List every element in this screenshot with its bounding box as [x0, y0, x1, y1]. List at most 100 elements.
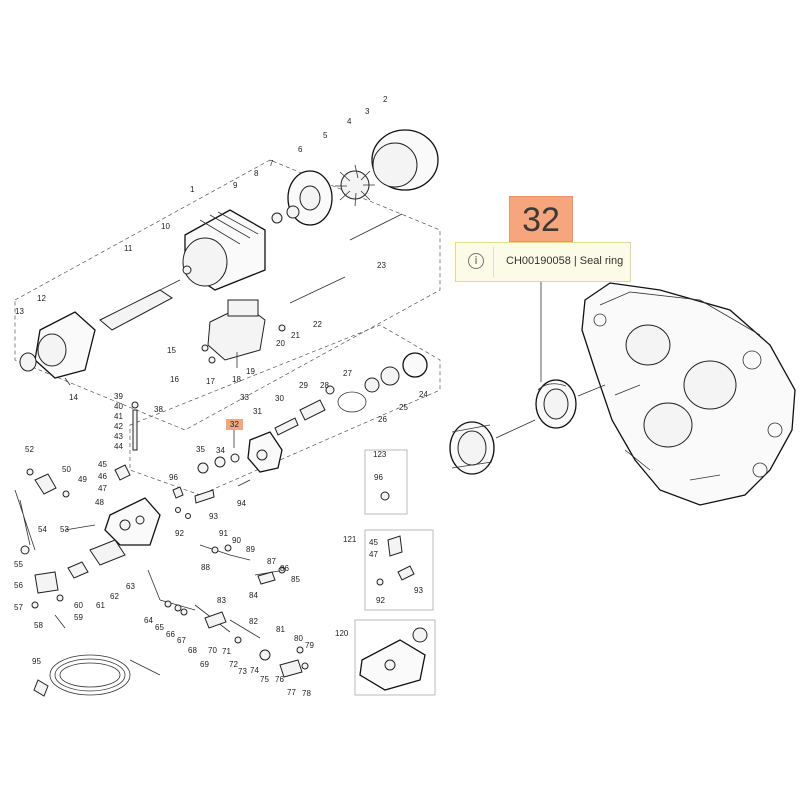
callout-19[interactable]: 19: [246, 367, 255, 376]
callout-47[interactable]: 47: [98, 484, 107, 493]
callout-5[interactable]: 5: [323, 131, 328, 140]
callout-39[interactable]: 39: [114, 392, 123, 401]
callout-9[interactable]: 9: [233, 181, 238, 190]
callout-31[interactable]: 31: [253, 407, 262, 416]
callout-77[interactable]: 77: [287, 688, 296, 697]
callout-71[interactable]: 71: [222, 647, 231, 656]
callout-38[interactable]: 38: [154, 405, 163, 414]
callout-82[interactable]: 82: [249, 617, 258, 626]
callout-81[interactable]: 81: [276, 625, 285, 634]
callout-56[interactable]: 56: [14, 581, 23, 590]
callout-54[interactable]: 54: [38, 525, 47, 534]
kit-123-label-96[interactable]: 96: [374, 473, 383, 482]
callout-14[interactable]: 14: [69, 393, 78, 402]
callout-63[interactable]: 63: [126, 582, 135, 591]
callout-21[interactable]: 21: [291, 331, 300, 340]
part-info-tooltip[interactable]: i CH00190058 | Seal ring: [455, 242, 631, 282]
callout-90[interactable]: 90: [232, 536, 241, 545]
callout-55[interactable]: 55: [14, 560, 23, 569]
callout-16[interactable]: 16: [170, 375, 179, 384]
callout-26[interactable]: 26: [378, 415, 387, 424]
kit-121-label-93[interactable]: 93: [414, 586, 423, 595]
callout-65[interactable]: 65: [155, 623, 164, 632]
callout-72[interactable]: 72: [229, 660, 238, 669]
callout-96[interactable]: 96: [169, 473, 178, 482]
callout-28[interactable]: 28: [320, 381, 329, 390]
callout-8[interactable]: 8: [254, 169, 259, 178]
callout-53[interactable]: 53: [60, 525, 69, 534]
callout-27[interactable]: 27: [343, 369, 352, 378]
kit-121-label-92[interactable]: 92: [376, 596, 385, 605]
part-32-hotspot[interactable]: 32: [226, 419, 243, 430]
callout-41[interactable]: 41: [114, 412, 123, 421]
callout-76[interactable]: 76: [275, 675, 284, 684]
callout-25[interactable]: 25: [399, 403, 408, 412]
kit-121-label-47[interactable]: 47: [369, 550, 378, 559]
callout-86[interactable]: 86: [280, 564, 289, 573]
callout-68[interactable]: 68: [188, 646, 197, 655]
callout-85[interactable]: 85: [291, 575, 300, 584]
callout-3[interactable]: 3: [365, 107, 370, 116]
callout-79[interactable]: 79: [305, 641, 314, 650]
callout-78[interactable]: 78: [302, 689, 311, 698]
callout-73[interactable]: 73: [238, 667, 247, 676]
callout-52[interactable]: 52: [25, 445, 34, 454]
callout-94[interactable]: 94: [237, 499, 246, 508]
callout-34[interactable]: 34: [216, 446, 225, 455]
callout-75[interactable]: 75: [260, 675, 269, 684]
callout-50[interactable]: 50: [62, 465, 71, 474]
selected-part-number-badge[interactable]: 32: [509, 196, 573, 242]
callout-29[interactable]: 29: [299, 381, 308, 390]
callout-89[interactable]: 89: [246, 545, 255, 554]
callout-120[interactable]: 120: [335, 629, 349, 638]
callout-4[interactable]: 4: [347, 117, 352, 126]
callout-74[interactable]: 74: [250, 666, 259, 675]
callout-57[interactable]: 57: [14, 603, 23, 612]
callout-67[interactable]: 67: [177, 636, 186, 645]
callout-18[interactable]: 18: [232, 375, 241, 384]
callout-46[interactable]: 46: [98, 472, 107, 481]
callout-58[interactable]: 58: [34, 621, 43, 630]
callout-48[interactable]: 48: [95, 498, 104, 507]
callout-30[interactable]: 30: [275, 394, 284, 403]
callout-15[interactable]: 15: [167, 346, 176, 355]
callout-93[interactable]: 93: [209, 512, 218, 521]
callout-13[interactable]: 13: [15, 307, 24, 316]
callout-35[interactable]: 35: [196, 445, 205, 454]
callout-123[interactable]: 123: [373, 450, 387, 459]
callout-80[interactable]: 80: [294, 634, 303, 643]
callout-69[interactable]: 69: [200, 660, 209, 669]
callout-6[interactable]: 6: [298, 145, 303, 154]
callout-64[interactable]: 64: [144, 616, 153, 625]
kit-121-label-45[interactable]: 45: [369, 538, 378, 547]
callout-44[interactable]: 44: [114, 442, 123, 451]
callout-61[interactable]: 61: [96, 601, 105, 610]
callout-2[interactable]: 2: [383, 95, 388, 104]
callout-121[interactable]: 121: [343, 535, 357, 544]
callout-88[interactable]: 88: [201, 563, 210, 572]
callout-33[interactable]: 33: [240, 393, 249, 402]
callout-49[interactable]: 49: [78, 475, 87, 484]
callout-59[interactable]: 59: [74, 613, 83, 622]
callout-83[interactable]: 83: [217, 596, 226, 605]
callout-1[interactable]: 1: [190, 185, 195, 194]
callout-92[interactable]: 92: [175, 529, 184, 538]
callout-70[interactable]: 70: [208, 646, 217, 655]
callout-11[interactable]: 11: [124, 244, 133, 253]
callout-95[interactable]: 95: [32, 657, 41, 666]
callout-66[interactable]: 66: [166, 630, 175, 639]
callout-87[interactable]: 87: [267, 557, 276, 566]
callout-62[interactable]: 62: [110, 592, 119, 601]
callout-10[interactable]: 10: [161, 222, 170, 231]
callout-40[interactable]: 40: [114, 402, 123, 411]
callout-45[interactable]: 45: [98, 460, 107, 469]
callout-60[interactable]: 60: [74, 601, 83, 610]
callout-84[interactable]: 84: [249, 591, 258, 600]
callout-7[interactable]: 7: [269, 159, 274, 168]
callout-43[interactable]: 43: [114, 432, 123, 441]
callout-42[interactable]: 42: [114, 422, 123, 431]
callout-24[interactable]: 24: [419, 390, 428, 399]
callout-20[interactable]: 20: [276, 339, 285, 348]
callout-12[interactable]: 12: [37, 294, 46, 303]
callout-22[interactable]: 22: [313, 320, 322, 329]
